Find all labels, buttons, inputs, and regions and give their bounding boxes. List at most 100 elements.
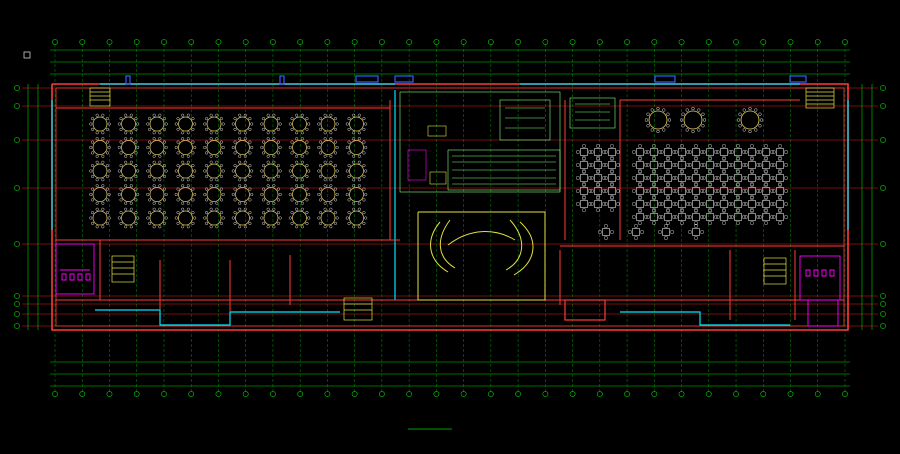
square-table	[604, 196, 620, 212]
square-table	[772, 170, 788, 186]
square-table	[730, 157, 746, 173]
round-table	[260, 207, 282, 229]
round-table	[89, 137, 111, 158]
grid-bubble-icon	[161, 39, 167, 45]
grid-bubble-icon	[760, 39, 767, 45]
interior-walls	[56, 99, 844, 320]
grid-bubble-icon	[596, 391, 603, 397]
square-table	[576, 183, 592, 199]
grid-bubble-icon	[880, 323, 886, 329]
grid-bubble-icon	[297, 391, 304, 397]
square-marker-icon	[23, 51, 31, 59]
round-table	[260, 160, 282, 182]
grid-bubble-icon	[460, 391, 467, 397]
grid-bubble-icon	[880, 137, 886, 143]
square-table	[772, 196, 788, 212]
grid-bubble-icon	[814, 39, 821, 45]
top-dimension-lines	[50, 49, 850, 75]
square-table	[628, 224, 644, 240]
round-table	[736, 106, 764, 134]
grid-bubble-icon	[14, 137, 20, 143]
round-table	[117, 184, 140, 205]
square-table	[688, 196, 704, 212]
round-table	[345, 137, 368, 158]
round-table	[203, 207, 225, 229]
grid-bubble-icon	[880, 103, 886, 109]
grid-bubble-icon	[215, 391, 222, 397]
grid-bubble-icon	[733, 391, 739, 397]
side-dimension-lines	[27, 84, 873, 330]
grid-bubble-icon	[515, 391, 522, 397]
round-table	[174, 137, 197, 158]
grid-bubble-icon	[297, 39, 304, 45]
grid-bubble-icon	[880, 85, 886, 91]
grid-bubble-icon	[79, 39, 86, 45]
square-table	[598, 224, 614, 240]
stairwells	[89, 87, 835, 321]
round-table	[317, 137, 339, 158]
round-table	[231, 137, 254, 158]
grid-bubble-icon	[787, 39, 794, 45]
vertical-grid-axes	[54, 44, 846, 392]
square-table	[632, 170, 648, 186]
grid-bubble-icon	[406, 39, 413, 45]
round-table	[146, 207, 168, 229]
square-table	[744, 209, 760, 225]
round-table	[89, 113, 111, 135]
lobby-curved-stair	[417, 211, 546, 301]
square-table	[688, 144, 704, 160]
grid-bubble-icon	[842, 39, 848, 45]
square-table	[590, 196, 606, 212]
top-grid-bubbles	[52, 39, 848, 45]
square-table	[702, 209, 718, 225]
grid-bubble-icon	[433, 39, 440, 45]
grid-bubble-icon	[460, 39, 467, 45]
square-table	[758, 209, 774, 225]
grid-bubble-icon	[324, 39, 331, 45]
square-table	[660, 196, 676, 212]
grid-bubble-icon	[188, 391, 195, 397]
grid-bubble-icon	[569, 39, 576, 45]
round-table	[260, 137, 282, 158]
grid-bubble-icon	[242, 391, 249, 397]
round-table	[117, 137, 140, 158]
grid-bubble-icon	[880, 311, 886, 317]
square-table	[674, 209, 690, 225]
banquet-round-tables	[89, 113, 368, 229]
bottom-grid-bubbles	[52, 391, 848, 397]
round-table	[260, 184, 282, 205]
round-table	[288, 184, 311, 205]
grid-bubble-icon	[487, 391, 494, 397]
grid-bubble-icon	[880, 185, 886, 191]
round-table	[174, 184, 197, 205]
grid-bubble-icon	[651, 39, 658, 45]
right-grid-bubbles	[880, 85, 886, 329]
left-grid-bubbles	[14, 85, 20, 329]
vip-round-tables	[644, 106, 764, 134]
round-table	[203, 160, 225, 182]
grid-bubble-icon	[52, 39, 58, 45]
grid-bubble-icon	[242, 39, 249, 45]
grid-bubble-icon	[542, 391, 549, 397]
round-table	[117, 113, 140, 135]
grid-bubble-icon	[378, 391, 385, 397]
grid-bubble-icon	[14, 301, 20, 307]
round-table	[679, 106, 707, 134]
grid-bubble-icon	[14, 311, 20, 317]
grid-bubble-icon	[880, 293, 886, 299]
grid-bubble-icon	[14, 103, 20, 109]
grid-bubble-icon	[814, 391, 821, 397]
grid-bubble-icon	[624, 39, 630, 45]
square-table	[660, 209, 676, 225]
grid-bubble-icon	[678, 391, 685, 397]
square-table	[646, 170, 662, 186]
round-table	[89, 207, 111, 229]
square-table	[688, 209, 704, 225]
grid-bubble-icon	[733, 39, 739, 45]
square-table	[632, 157, 648, 173]
restaurant-square-tables	[576, 144, 788, 240]
square-table	[688, 157, 704, 173]
grid-bubble-icon	[842, 391, 848, 397]
round-table	[174, 113, 197, 135]
